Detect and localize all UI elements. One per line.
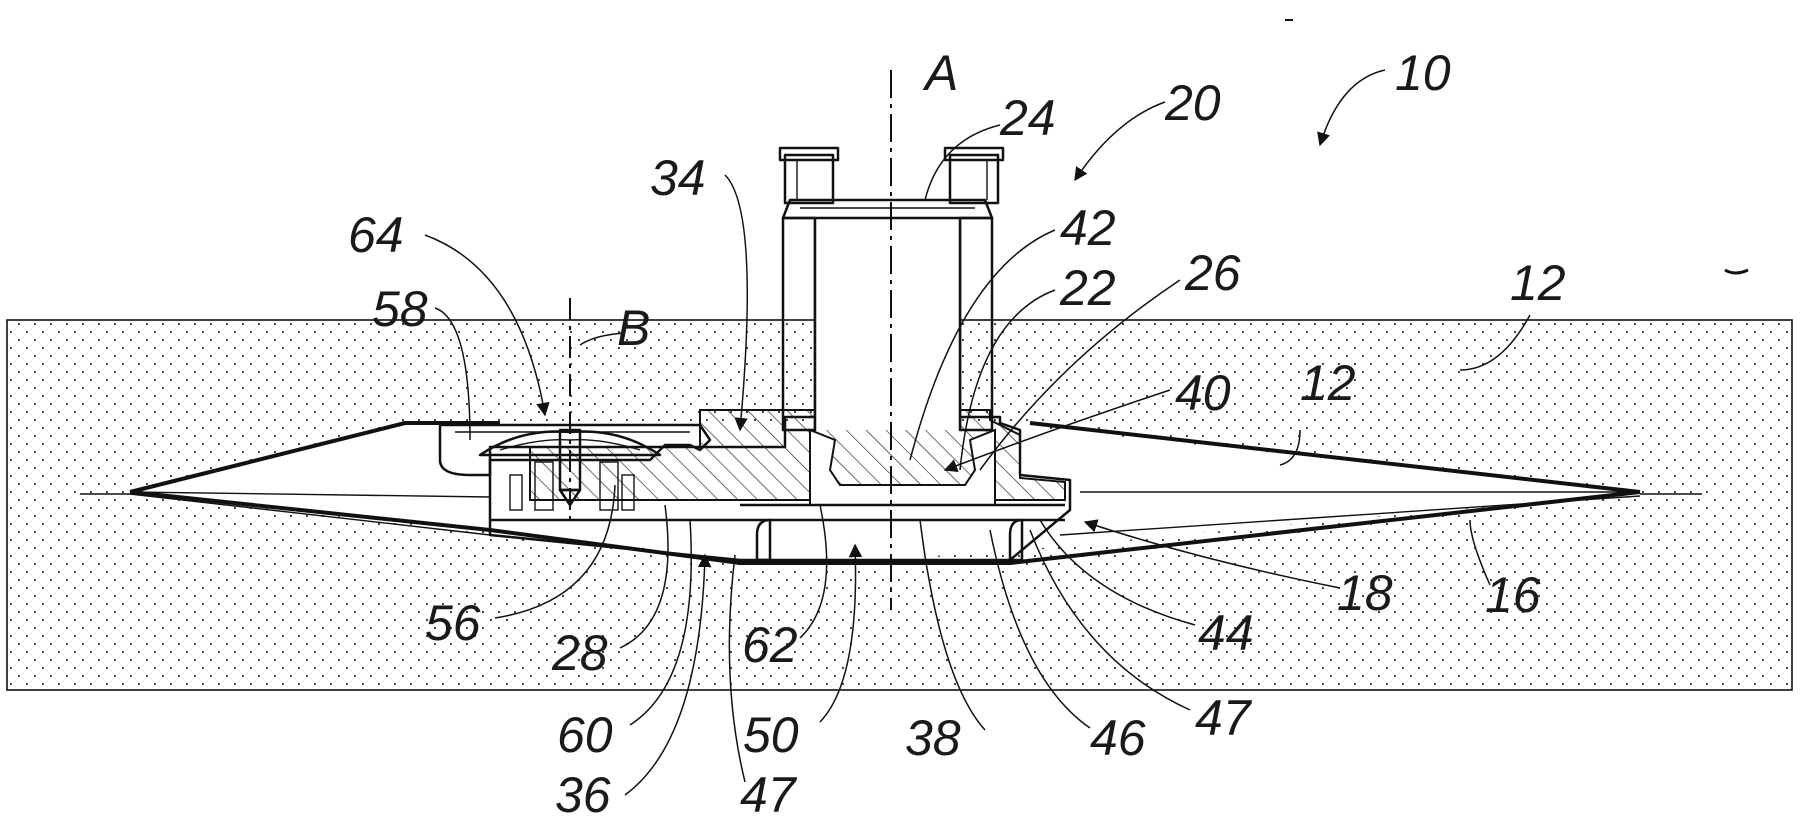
label-28: 28 <box>551 625 608 681</box>
label-16: 16 <box>1485 567 1541 623</box>
label-50: 50 <box>743 707 799 763</box>
label-40: 40 <box>1175 365 1231 421</box>
label-62: 62 <box>742 617 798 673</box>
scan-marks <box>1285 20 1748 273</box>
label-18: 18 <box>1337 565 1393 621</box>
label-47-left: 47 <box>740 767 798 822</box>
label-10: 10 <box>1395 45 1451 101</box>
label-26: 26 <box>1184 245 1241 301</box>
label-46: 46 <box>1090 710 1146 766</box>
label-20: 20 <box>1164 75 1221 131</box>
label-36: 36 <box>555 767 611 822</box>
label-22: 22 <box>1059 260 1116 316</box>
label-42: 42 <box>1060 200 1116 256</box>
label-12-mid: 12 <box>1300 355 1356 411</box>
label-24: 24 <box>999 90 1056 146</box>
label-34: 34 <box>650 150 706 206</box>
label-a: A <box>922 45 958 101</box>
label-47-right: 47 <box>1195 690 1253 746</box>
label-38: 38 <box>905 710 961 766</box>
label-60: 60 <box>557 707 613 763</box>
label-b: B <box>617 300 650 356</box>
label-12-top: 12 <box>1510 255 1566 311</box>
label-44: 44 <box>1198 605 1254 661</box>
label-64: 64 <box>348 207 404 263</box>
label-58: 58 <box>372 281 428 337</box>
label-56: 56 <box>425 595 481 651</box>
